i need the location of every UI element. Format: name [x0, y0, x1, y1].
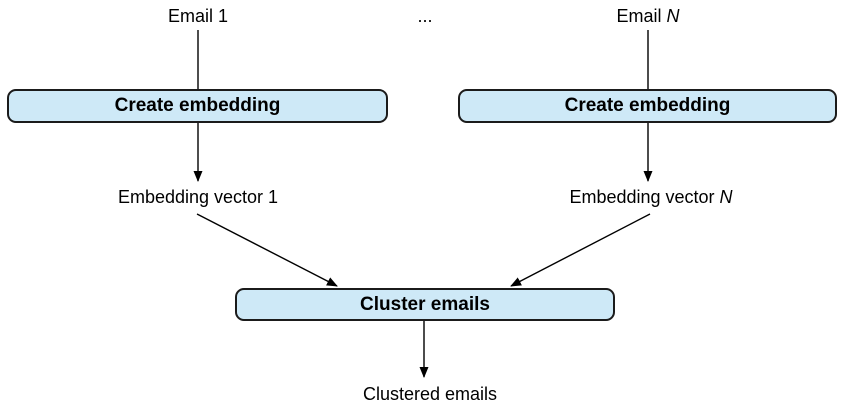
label-clustered-emails: Clustered emails	[362, 384, 498, 404]
node-create-embedding-left: Create embedding	[7, 89, 388, 123]
node-cluster-emails: Cluster emails	[235, 288, 615, 321]
arrow-vectorn-to-cluster	[510, 213, 651, 287]
arrow-vector1-to-cluster	[196, 213, 338, 287]
label-email-n: Email N	[558, 6, 738, 26]
node-create-embedding-right: Create embedding	[458, 89, 837, 123]
label-embedding-vector-1: Embedding vector 1	[117, 187, 279, 207]
label-email-n-prefix: Email	[616, 6, 667, 26]
label-embedding-vector-n-prefix: Embedding vector	[569, 187, 720, 207]
label-email-n-var: N	[666, 6, 680, 26]
label-embedding-vector-n-var: N	[719, 187, 733, 207]
label-embedding-vector-n: Embedding vector N	[531, 187, 771, 207]
label-email-1: Email 1	[167, 6, 229, 26]
label-ellipsis: ...	[417, 6, 433, 26]
